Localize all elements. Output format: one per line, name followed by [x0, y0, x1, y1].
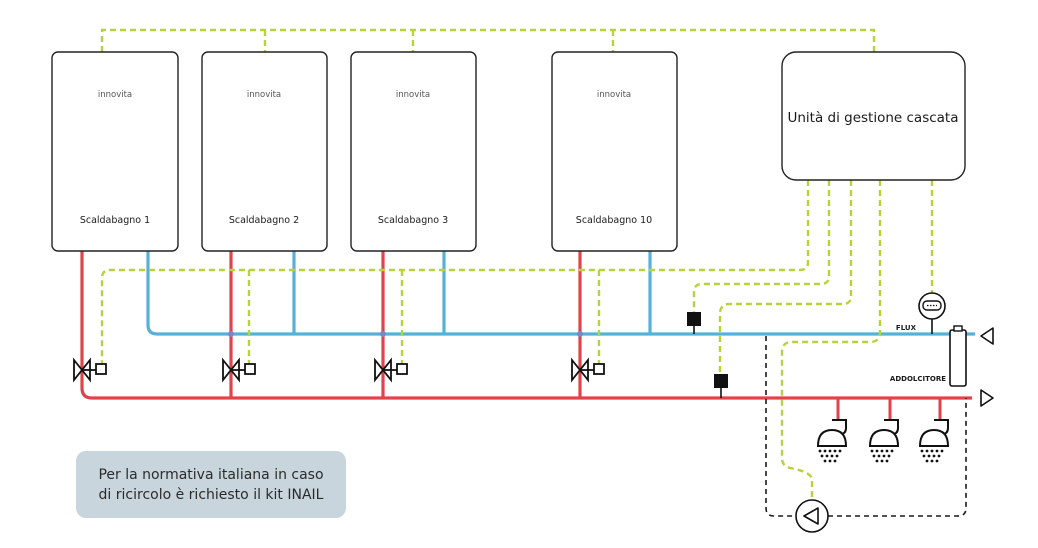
recirculation-loop	[765, 336, 967, 517]
sensor-hot-line	[714, 374, 728, 398]
inail-note: Per la normativa italiana in caso di ric…	[76, 451, 346, 518]
signal-lines	[100, 180, 934, 500]
heater-brand: innovita	[247, 90, 281, 100]
valve-3	[374, 357, 408, 383]
heater-name: Scaldabagno 10	[576, 215, 652, 226]
hot-water-header	[80, 250, 972, 400]
heater-3: innovita Scaldabagno 3	[350, 51, 477, 252]
heater-name: Scaldabagno 2	[229, 215, 299, 226]
sensor-cold-line	[687, 312, 701, 334]
valve-4	[571, 357, 605, 383]
note-line-2: di ricircolo è richiesto il kit INAIL	[98, 486, 324, 503]
pipe-crossing	[228, 331, 234, 337]
control-unit-label: Unità di gestione cascata	[787, 110, 958, 126]
flux-label: FLUX	[896, 324, 917, 332]
heater-10: innovita Scaldabagno 10	[551, 51, 678, 252]
heater-brand: innovita	[396, 90, 430, 100]
valve-2	[222, 357, 256, 383]
note-line-1: Per la normativa italiana in caso	[98, 466, 324, 483]
shower-icon	[918, 398, 950, 463]
heater-brand: innovita	[98, 90, 132, 100]
hot-outlet-arrow-icon	[980, 389, 994, 407]
heater-name: Scaldabagno 1	[80, 215, 150, 226]
shower-icon	[868, 398, 900, 463]
softener-label: ADDOLCITORE	[890, 375, 946, 383]
pipe-crossing	[577, 331, 583, 337]
softener: ADDOLCITORE	[890, 325, 967, 387]
shower-icon	[816, 398, 848, 463]
flow-meter-icon: FLUX	[896, 292, 946, 334]
valve-1	[73, 357, 107, 383]
heater-2: innovita Scaldabagno 2	[201, 51, 328, 252]
heater-name: Scaldabagno 3	[378, 215, 448, 226]
cascade-control-unit: Unità di gestione cascata	[781, 51, 966, 181]
pipe-crossing	[380, 331, 386, 337]
recirculation-pump-icon	[795, 499, 829, 533]
heater-1: innovita Scaldabagno 1	[51, 51, 179, 252]
cold-water-header	[146, 250, 975, 336]
signal-bus-top	[100, 28, 876, 52]
heater-brand: innovita	[597, 90, 631, 100]
cold-inlet-arrow-icon	[980, 327, 994, 345]
